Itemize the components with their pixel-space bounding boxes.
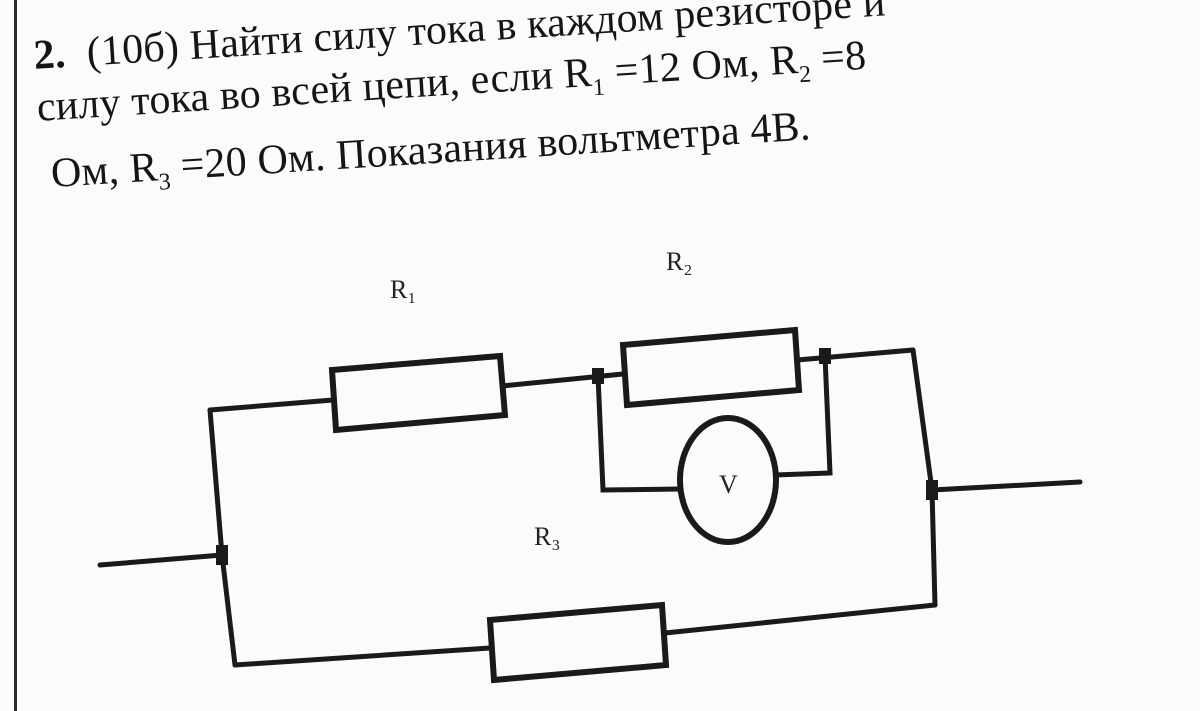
wire-bottom-right bbox=[662, 602, 938, 636]
junction-node bbox=[819, 348, 831, 364]
wire-r1-r2 bbox=[499, 371, 626, 389]
junction-node bbox=[592, 368, 604, 384]
junction-node bbox=[926, 480, 938, 500]
r2-label: R₂ bbox=[666, 247, 692, 276]
voltmeter-circle bbox=[677, 415, 779, 545]
wire-right-vertical bbox=[910, 347, 938, 608]
wire-top-right bbox=[794, 347, 916, 363]
wire-right-lead bbox=[929, 479, 1083, 493]
resistor-r2 bbox=[619, 326, 803, 409]
junction-node bbox=[216, 545, 228, 565]
wire-bottom-left bbox=[232, 645, 493, 668]
r1-label: R₁ bbox=[390, 275, 416, 304]
resistor-r1 bbox=[328, 352, 509, 434]
wire-voltmeter-left bbox=[595, 373, 684, 493]
wire-voltmeter-right bbox=[772, 353, 833, 478]
wire-left-lead bbox=[97, 552, 225, 568]
resistor-r3 bbox=[486, 601, 670, 684]
voltmeter-label: V bbox=[719, 470, 738, 499]
page-margin-line bbox=[14, 0, 17, 711]
wire-top-left bbox=[207, 397, 336, 413]
r3-label: R₃ bbox=[534, 522, 560, 551]
wire-left-vertical bbox=[207, 407, 238, 668]
